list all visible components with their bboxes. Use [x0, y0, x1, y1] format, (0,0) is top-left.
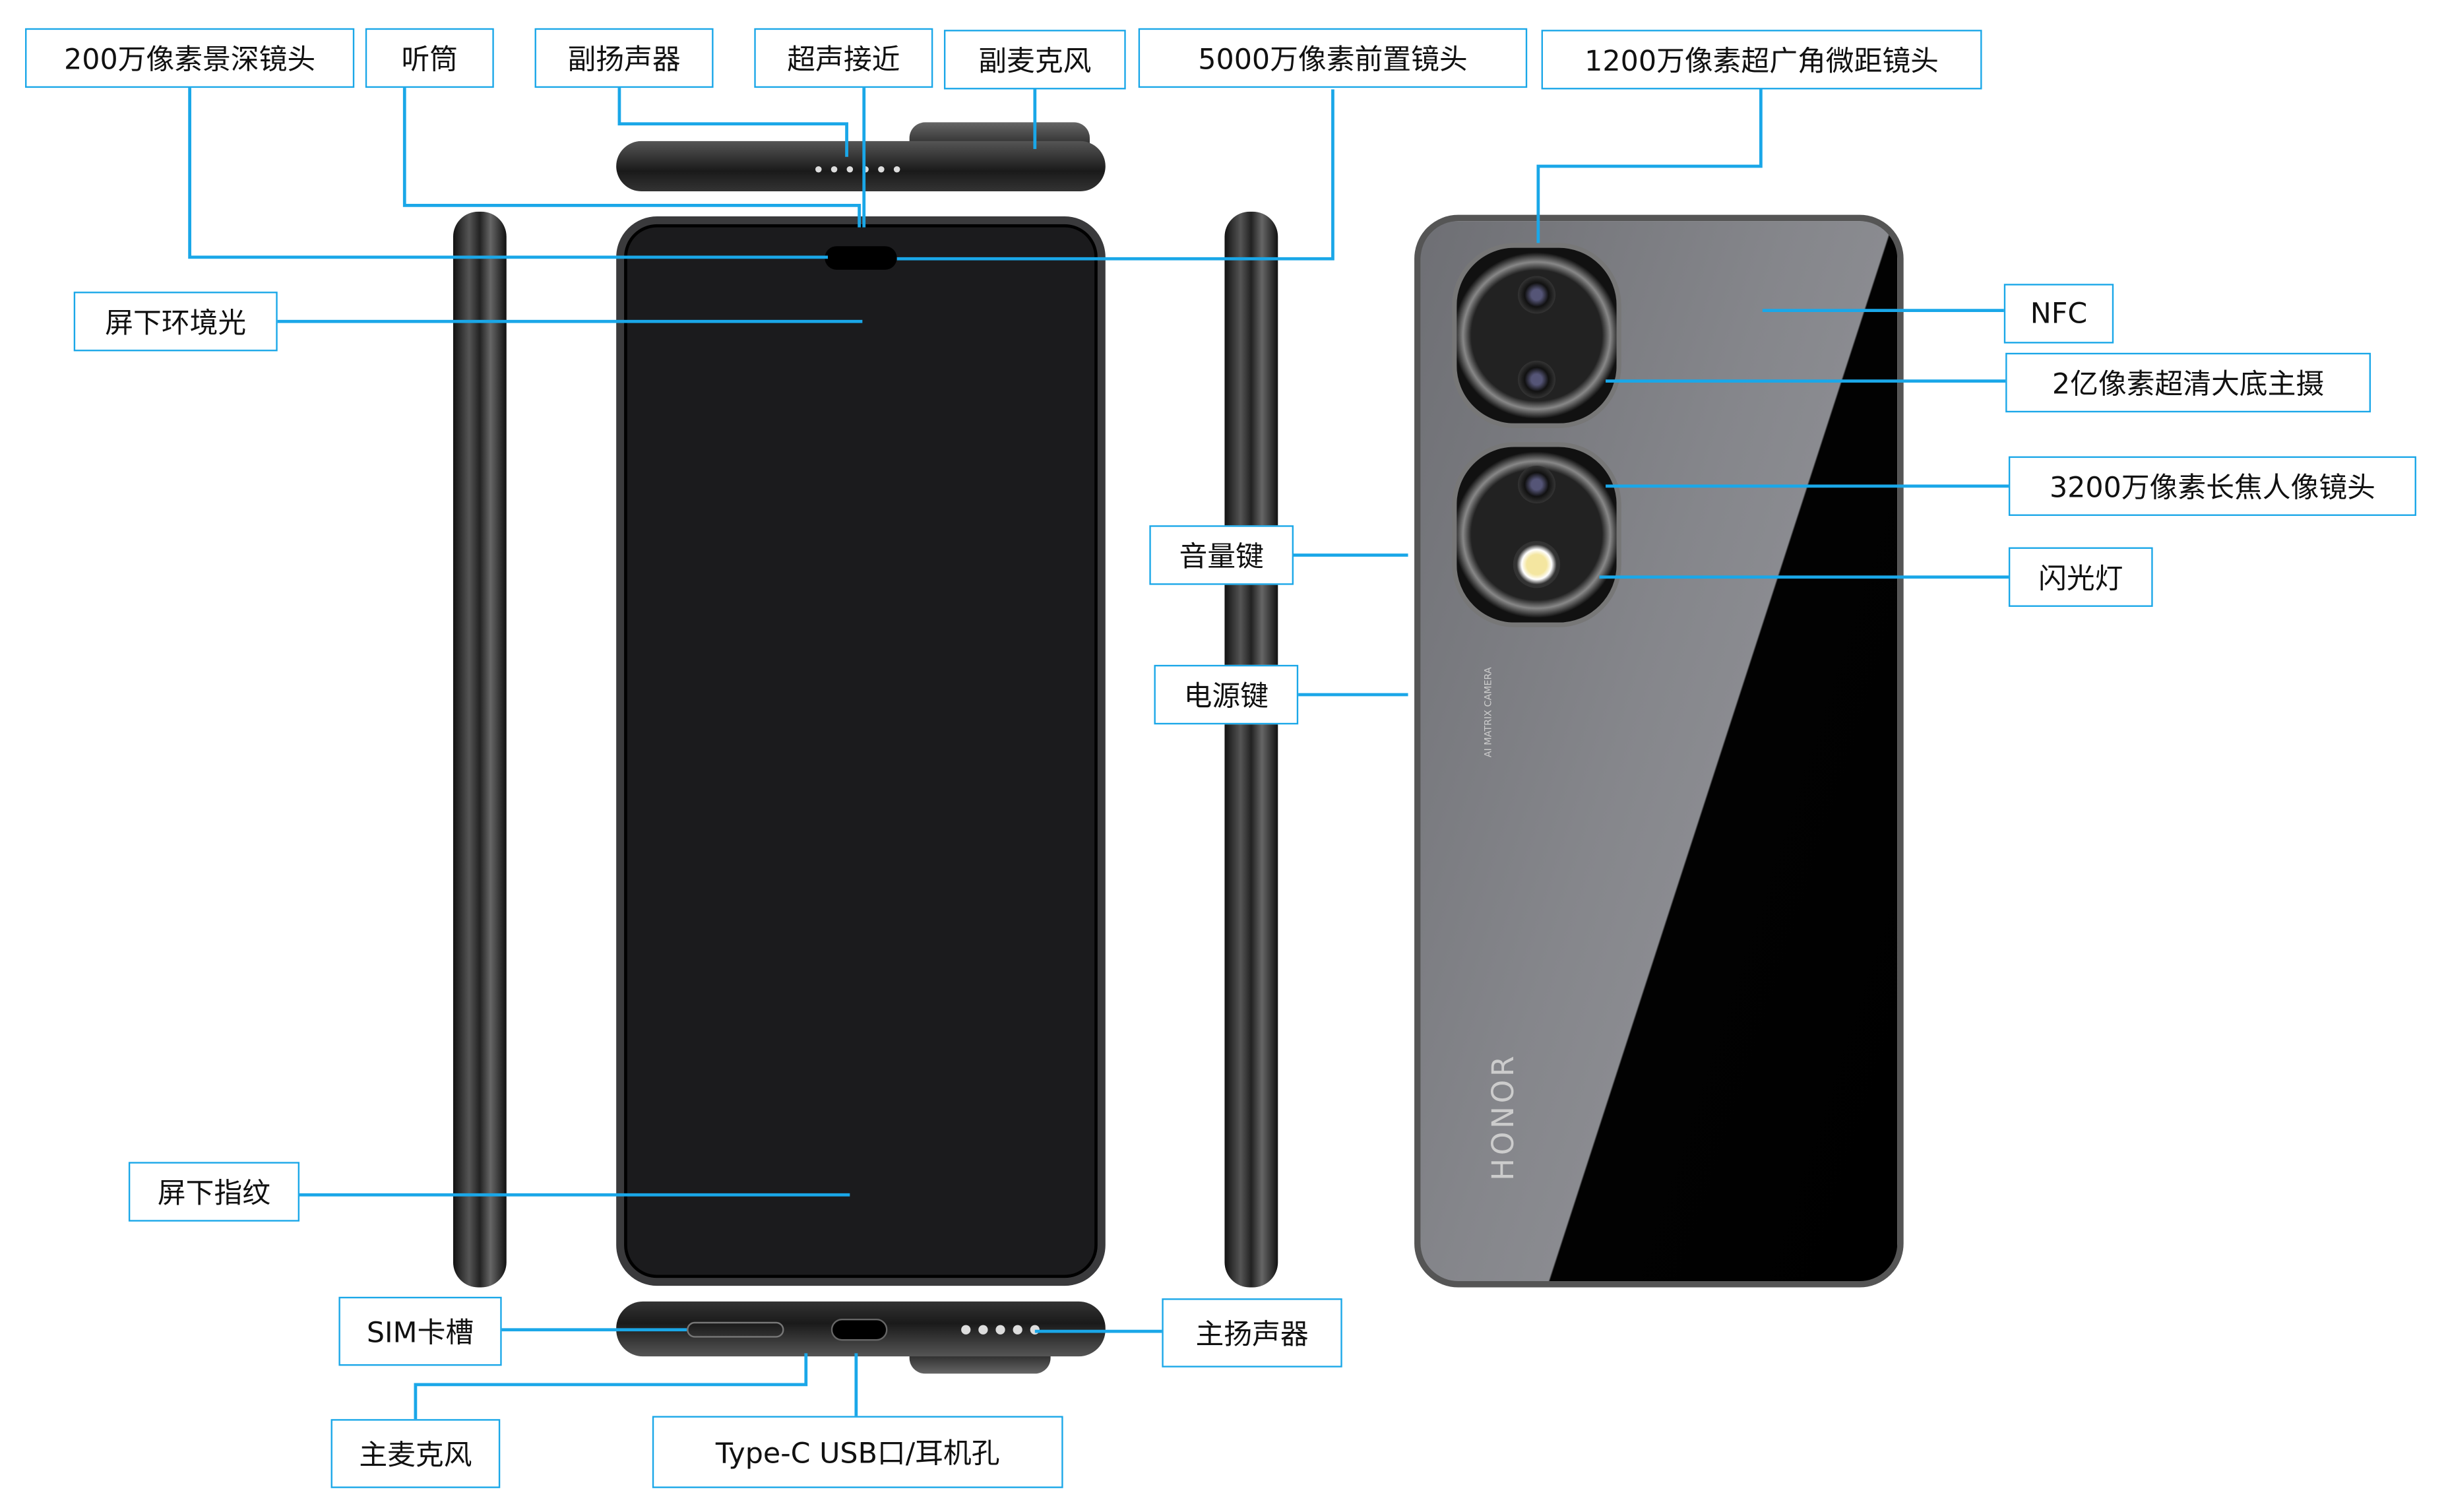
lower-camera-module: [1452, 442, 1621, 627]
label-secondary-mic: 副麦克风: [943, 30, 1126, 90]
secondary-speaker-grille: [815, 166, 900, 173]
label-ultrasonic-proximity: 超声接近: [754, 28, 933, 88]
label-ambient-light: 屏下环境光: [73, 292, 278, 352]
label-fingerprint: 屏下指纹: [128, 1162, 300, 1222]
label-usb-port: Type-C USB口/耳机孔: [652, 1416, 1063, 1488]
label-nfc: NFC: [2003, 284, 2114, 344]
label-main-camera: 2亿像素超清大底主摄: [2005, 352, 2371, 413]
label-main-mic: 主麦克风: [330, 1419, 501, 1488]
main-lens-icon: [1517, 360, 1555, 398]
label-depth-camera: 200万像素景深镜头: [25, 28, 355, 88]
front-camera-cutout: [825, 246, 897, 270]
phone-right-side: [1224, 211, 1278, 1288]
phone-left-side: [453, 211, 507, 1288]
main-speaker-grille: [961, 1325, 1040, 1335]
telephoto-lens-icon: [1517, 465, 1555, 504]
label-sim-slot: SIM卡槽: [338, 1296, 502, 1366]
label-front-camera: 5000万像素前置镜头: [1138, 28, 1528, 88]
label-flash: 闪光灯: [2008, 547, 2153, 607]
label-volume-key: 音量键: [1149, 525, 1294, 585]
honor-logo: HONOR: [1486, 1052, 1521, 1181]
label-earpiece: 听筒: [365, 28, 494, 88]
flash-icon: [1513, 541, 1561, 588]
label-ultrawide-macro: 1200万像素超广角微距镜头: [1541, 30, 1982, 90]
label-secondary-speaker: 副扬声器: [534, 28, 714, 88]
sim-tray: [687, 1321, 784, 1338]
usb-c-port: [831, 1319, 888, 1341]
label-main-speaker: 主扬声器: [1162, 1298, 1342, 1368]
label-power-key: 电源键: [1154, 664, 1299, 725]
upper-camera-module: [1452, 243, 1621, 428]
phone-front-screen: [616, 216, 1106, 1286]
ultrawide-lens-icon: [1517, 276, 1555, 314]
camera-text: AI MATRIX CAMERA: [1483, 667, 1495, 758]
label-telephoto: 3200万像素长焦人像镜头: [2008, 456, 2416, 517]
